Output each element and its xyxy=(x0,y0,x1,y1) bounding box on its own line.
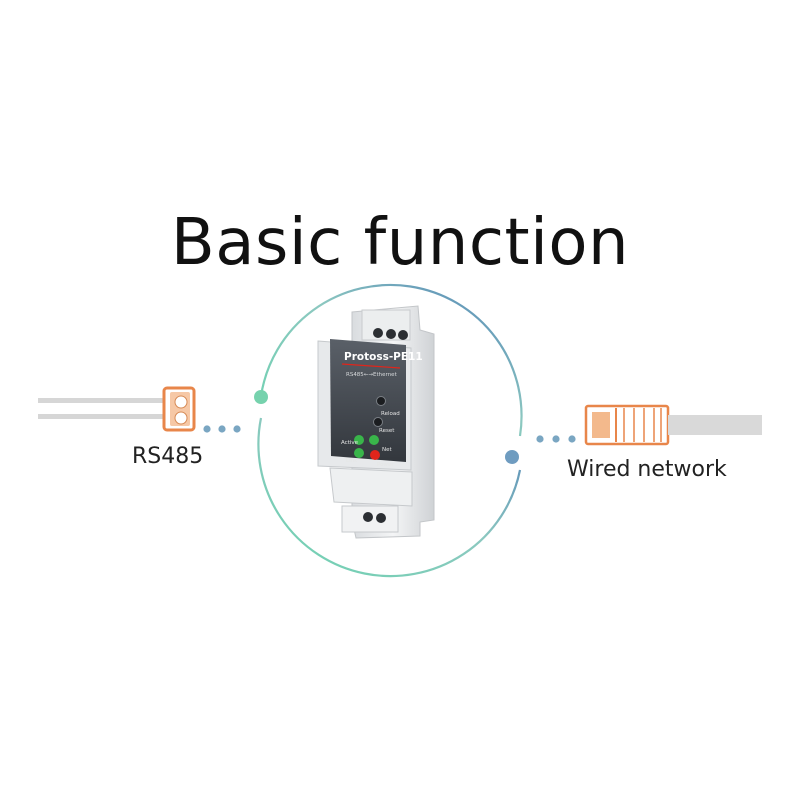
wire-bottom xyxy=(38,414,168,419)
led-power-label: Power xyxy=(377,462,394,468)
led-net xyxy=(369,435,379,445)
page-title: Basic function xyxy=(170,206,630,280)
ethernet-plug-icon xyxy=(584,404,762,446)
led-power xyxy=(370,450,380,460)
wired-network-label: Wired network xyxy=(567,457,727,482)
ethernet-link-dots xyxy=(536,435,576,443)
reset-button xyxy=(373,417,383,427)
connection-ring xyxy=(254,283,523,578)
led-link xyxy=(354,448,364,458)
led-link-label: Link xyxy=(346,458,358,464)
protoss-pe11-device: Protoss-PE11 RS485←→Ethernet Reload Rese… xyxy=(317,305,435,539)
reload-button xyxy=(376,396,386,406)
device-model-label: Protoss-PE11 xyxy=(344,351,423,363)
wire-top xyxy=(38,398,168,403)
led-active-label: Active xyxy=(341,440,359,446)
device-front-panel xyxy=(330,339,406,462)
ring-node-left xyxy=(254,390,268,404)
reset-label: Reset xyxy=(379,428,395,434)
led-net-label: Net xyxy=(382,447,392,453)
rs485-label: RS485 xyxy=(132,444,204,469)
device-subtitle: RS485←→Ethernet xyxy=(346,372,398,378)
led-active xyxy=(354,435,364,445)
reload-label: Reload xyxy=(381,411,400,417)
ring-node-right xyxy=(505,450,519,464)
rs485-link-dots xyxy=(203,425,241,433)
ethernet-cable xyxy=(668,415,762,435)
rs485-cable xyxy=(38,386,196,432)
